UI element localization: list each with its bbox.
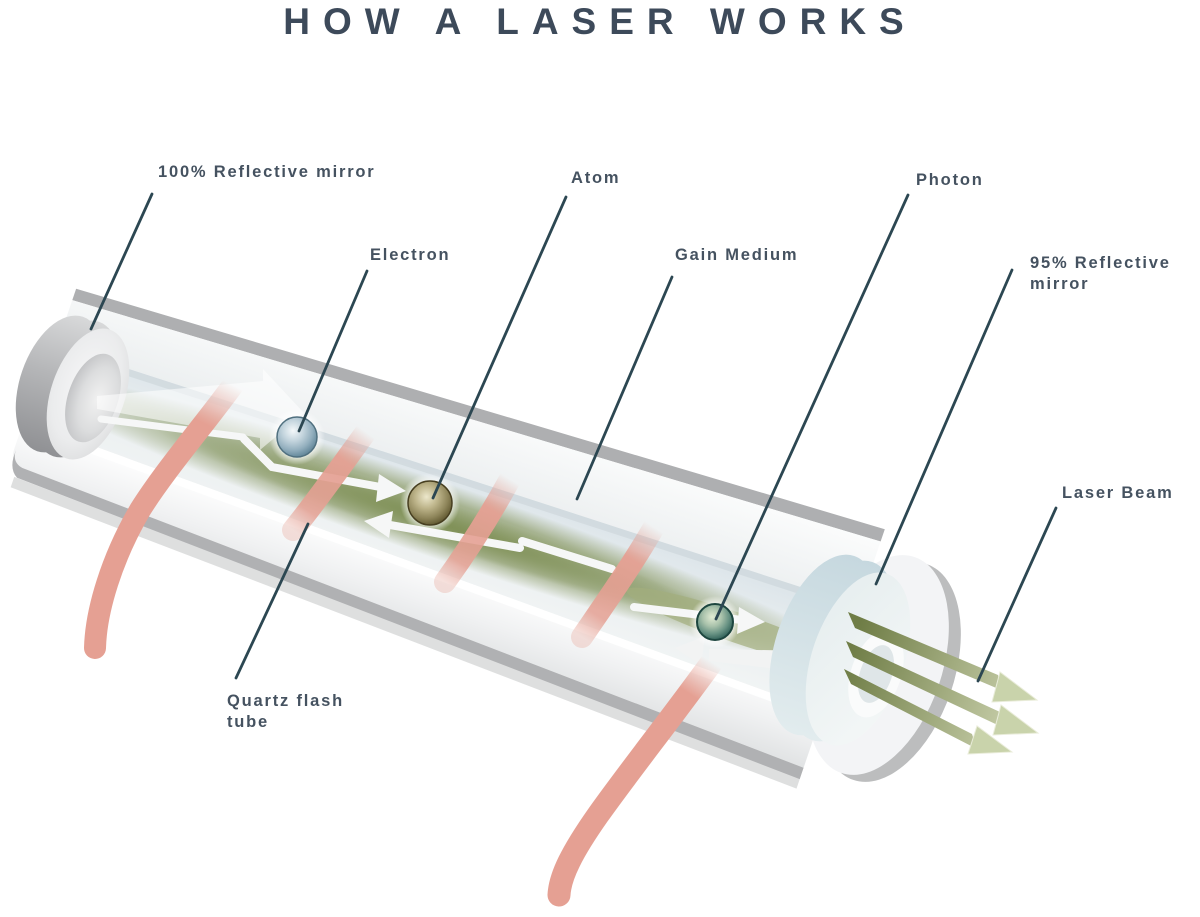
photon-dot <box>696 603 734 641</box>
label-95-reflective-mirror: 95% Reflective mirror <box>1030 254 1171 293</box>
arrow-left-head-2 <box>675 636 705 665</box>
label-laser-beam: Laser Beam <box>1062 484 1174 502</box>
label-electron: Electron <box>370 246 451 264</box>
label-atom: Atom <box>571 169 621 187</box>
leader-lines <box>89 192 1058 683</box>
lip-top-highlight <box>35 426 823 720</box>
arrow-right-head-2 <box>737 607 765 634</box>
leader-electron <box>297 269 369 433</box>
leader-photon <box>714 193 910 621</box>
beam-arrowhead-1 <box>991 671 1039 703</box>
lip-drop-shadow <box>10 476 801 789</box>
leader-mirror-95 <box>874 268 1014 586</box>
coil-turn-3 <box>434 468 521 593</box>
coil-turn-4 <box>571 516 665 648</box>
shell-top-rim <box>72 288 885 542</box>
bounce-line-1 <box>97 415 247 441</box>
diagram-title: HOW A LASER WORKS <box>283 1 917 42</box>
leader-mirror-100 <box>89 192 154 331</box>
leader-gain-medium <box>575 275 674 501</box>
leader-quartz-tube <box>234 522 310 680</box>
beam-arrowhead-2 <box>992 704 1040 736</box>
coil-turn-1 <box>84 374 244 659</box>
mirror-100-reflective <box>15 315 130 460</box>
coil-turn-5-tail <box>547 650 724 907</box>
beam-shaft-2 <box>846 641 1004 728</box>
electron-dot <box>276 416 318 458</box>
label-photon: Photon <box>916 171 984 189</box>
beam-shaft-1 <box>848 612 1001 690</box>
label-quartz-flash-tube: Quartz flash tube <box>227 692 344 731</box>
quartz-coil <box>84 374 724 907</box>
flash-cone <box>97 369 304 450</box>
beam-arrowhead-3 <box>967 725 1014 755</box>
bounce-line-2 <box>240 435 390 492</box>
shell-back-wall <box>56 300 881 606</box>
beam-shaft-3 <box>844 669 977 749</box>
coil-turn-2 <box>282 421 377 541</box>
bounce-line-3 <box>386 521 524 552</box>
laser-beams <box>844 612 1040 755</box>
label-gain-medium: Gain Medium <box>675 246 799 264</box>
arrow-left-head-1 <box>364 511 393 538</box>
particles <box>269 409 741 648</box>
leader-atom <box>431 195 568 500</box>
lip-bottom-edge <box>12 449 804 780</box>
leader-laser-beam <box>976 506 1058 683</box>
atom-dot <box>407 480 453 526</box>
bounce-line-4 <box>518 537 616 573</box>
arrow-right-head-1 <box>376 474 406 502</box>
label-100-reflective-mirror: 100% Reflective mirror <box>158 163 376 181</box>
shell-front-lip <box>12 425 823 768</box>
